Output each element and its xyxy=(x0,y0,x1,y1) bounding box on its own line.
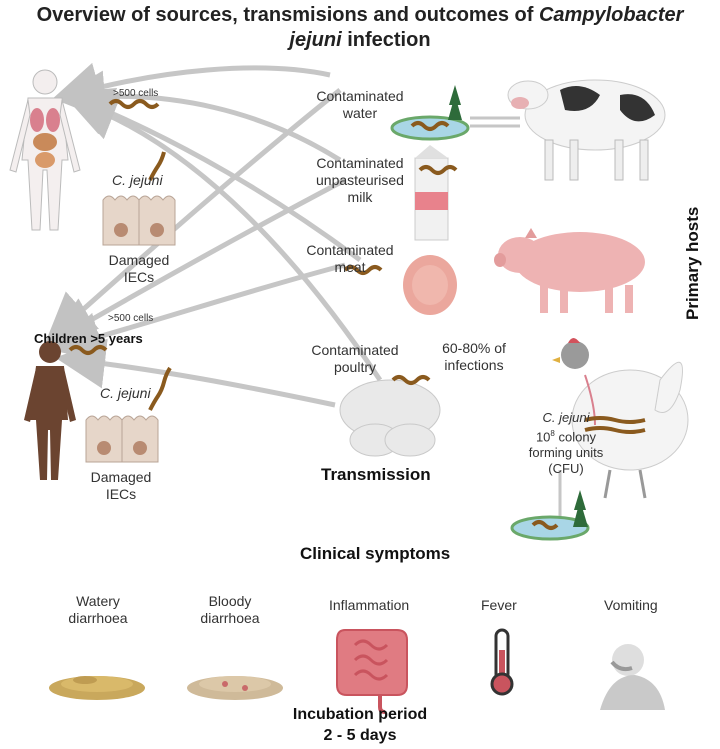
arrow-water-to-adult xyxy=(50,62,331,112)
child-iec-cells xyxy=(85,415,159,463)
chicken-load-base: 10 xyxy=(535,429,551,445)
source-poultry-line2: poultry xyxy=(333,359,377,375)
thermometer-icon xyxy=(490,628,514,696)
meat-piece xyxy=(343,255,457,315)
incubation-label: Incubation period xyxy=(292,706,428,723)
page-title-line2: jejuni infection xyxy=(0,28,720,53)
symptom-watery-line1: Watery xyxy=(76,593,120,609)
symptom-watery-label: Watery diarrhoea xyxy=(62,593,134,627)
adult-human-figure xyxy=(9,69,81,231)
child-group-label: Children >5 years xyxy=(34,331,143,346)
arrow-poultry-to-child xyxy=(55,338,336,408)
title-line1: Overview of sources, transmisions and ou… xyxy=(36,4,534,26)
bloody-stool-icon xyxy=(187,676,283,700)
transmission-arrows xyxy=(45,62,562,520)
adult-damage-line2: IECs xyxy=(123,269,155,285)
clinical-symptoms-heading: Clinical symptoms xyxy=(300,544,451,563)
primary-hosts-label: Primary hosts xyxy=(683,206,702,320)
child-pathogen-label: C. jejuni xyxy=(100,385,151,401)
chicken-load-rest: colony xyxy=(554,429,597,445)
milk-carton xyxy=(414,145,458,241)
symptom-bloody-line1: Bloody xyxy=(208,593,252,609)
adult-pathogen-label: C. jejuni xyxy=(112,172,163,188)
child-dose-label: >500 cells xyxy=(108,313,154,324)
chicken-load-line2: forming units xyxy=(528,445,604,461)
chicken-load-exp: 8 xyxy=(550,429,555,438)
source-poultry-line1: Contaminated xyxy=(311,342,399,358)
adult-damage-label: Damaged IECs xyxy=(104,252,174,286)
child-figure xyxy=(24,341,76,480)
arrow-poultry-to-adult xyxy=(66,92,383,382)
pig xyxy=(494,228,645,313)
water-pond xyxy=(390,85,470,141)
source-milk-label: Contaminated unpasteurised milk xyxy=(300,155,420,206)
transmission-label: Transmission xyxy=(321,465,431,484)
source-water-line1: Contaminated xyxy=(316,88,404,104)
source-milk-line1: Contaminated xyxy=(316,155,404,171)
title-line1-italic: Campylobacter xyxy=(538,4,684,26)
source-milk-line2: unpasteurised xyxy=(316,172,404,188)
adult-iec-cells xyxy=(102,195,176,246)
child-damage-line2: IECs xyxy=(105,486,137,502)
source-meat-line1: Contaminated xyxy=(306,242,394,258)
source-water-line2: water xyxy=(342,105,378,121)
poultry-carcass xyxy=(339,375,441,457)
chicken xyxy=(552,338,689,499)
watery-stool-icon xyxy=(49,676,145,700)
arrow-water-to-child xyxy=(45,88,342,344)
vomiting-person-icon xyxy=(600,644,665,710)
source-water-label: Contaminated water xyxy=(300,88,420,122)
source-poultry-label: Contaminated poultry xyxy=(300,342,410,376)
source-meat-line2: meat xyxy=(334,259,366,275)
poultry-share-line2: infections xyxy=(444,357,504,373)
symptom-inflammation-label: Inflammation xyxy=(329,597,410,613)
incubation-range: 2 - 5 days xyxy=(323,727,397,744)
child-damage-line1: Damaged xyxy=(90,469,152,485)
chicken-pond xyxy=(510,490,590,541)
child-damage-label: Damaged IECs xyxy=(86,469,156,503)
source-milk-line3: milk xyxy=(347,189,373,205)
symptom-watery-line2: diarrhoea xyxy=(68,610,128,626)
adult-dose-label: >500 cells xyxy=(113,88,159,99)
poultry-share-line1: 60-80% of xyxy=(442,340,506,356)
chicken-load-line1: 108 colony xyxy=(516,426,616,445)
poultry-share-label: 60-80% of infections xyxy=(430,340,518,374)
chicken-load-label: C. jejuni 108 colony forming units (CFU) xyxy=(516,410,616,477)
adult-bacterium xyxy=(108,99,166,181)
chicken-pathogen: C. jejuni xyxy=(542,410,590,425)
title-line2: infection xyxy=(347,29,431,51)
source-meat-label: Contaminated meat xyxy=(300,242,400,276)
symptom-bloody-line2: diarrhoea xyxy=(200,610,260,626)
cow xyxy=(507,79,666,181)
title-line2-italic: jejuni xyxy=(289,29,342,51)
page-title: Overview of sources, transmisions and ou… xyxy=(0,3,720,28)
symptom-bloody-label: Bloody diarrhoea xyxy=(190,593,270,627)
adult-damage-line1: Damaged xyxy=(108,252,170,268)
chicken-load-line3: (CFU) xyxy=(548,461,584,477)
child-bacterium xyxy=(68,345,172,411)
arrow-meat-to-child xyxy=(50,262,346,362)
inflamed-intestine-icon xyxy=(336,629,408,714)
symptom-fever-label: Fever xyxy=(481,597,517,613)
symptom-vomiting-label: Vomiting xyxy=(604,597,658,613)
